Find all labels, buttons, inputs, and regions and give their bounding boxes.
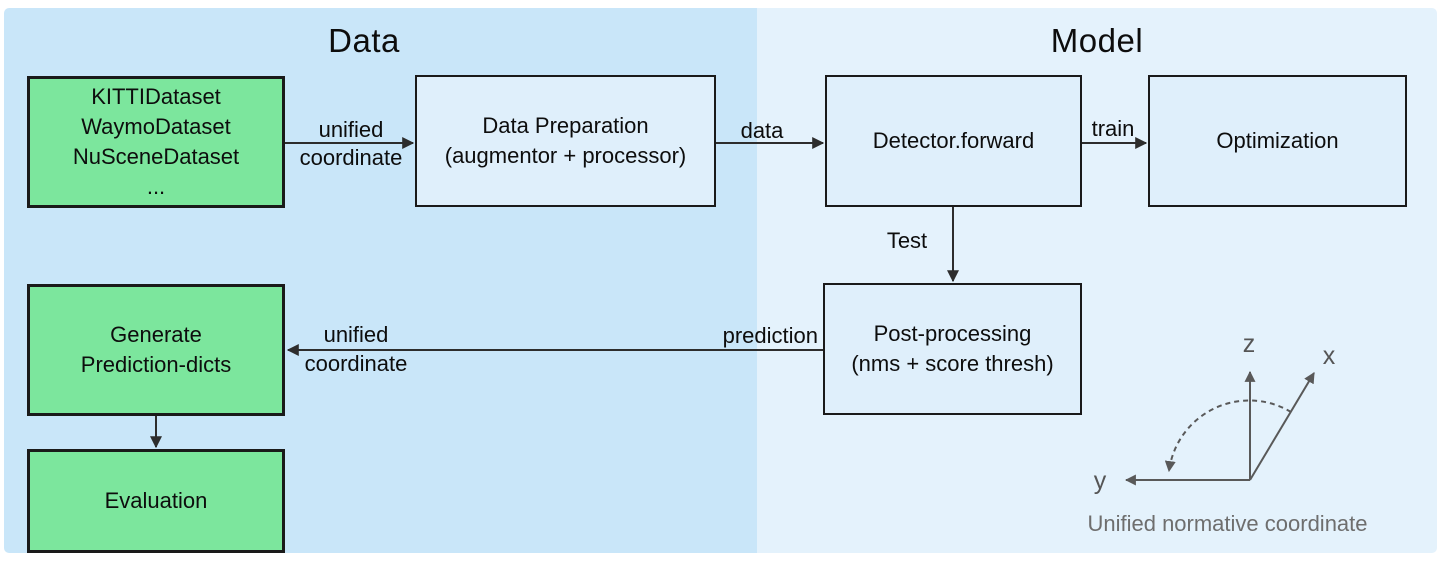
generate-prediction-dicts-box: Generate Prediction-dicts (27, 284, 285, 416)
evaluation-box: Evaluation (27, 449, 285, 553)
datasets-box: KITTIDataset WaymoDataset NuSceneDataset… (27, 76, 285, 208)
unified-coordinate-label-bottom-line: coordinate (304, 351, 408, 376)
unified-coordinate-label-bottom-line: unified (323, 322, 389, 347)
evaluation-box-line: Evaluation (104, 488, 208, 513)
post-processing-box: Post-processing (nms + score thresh) (823, 283, 1082, 415)
test-edge-label: Test (886, 228, 928, 253)
data-preparation-box: Data Preparation (augmentor + processor) (415, 75, 716, 207)
data-preparation-box-line: (augmentor + processor) (444, 143, 687, 168)
datasets-box-line: WaymoDataset (81, 114, 231, 139)
unified-coordinate-label-top: unified coordinate (286, 116, 416, 172)
detector-forward-box-line: Detector.forward (872, 128, 1035, 153)
generate-prediction-dicts-box-line: Prediction-dicts (80, 352, 232, 377)
datasets-box-line: ... (146, 174, 166, 199)
post-processing-box-line: Post-processing (873, 321, 1032, 346)
train-edge-label: train (1091, 116, 1135, 141)
detector-forward-box: Detector.forward (825, 75, 1082, 207)
optimization-box-line: Optimization (1216, 128, 1339, 153)
unified-coordinate-label-top-line: unified (318, 117, 384, 142)
optimization-box: Optimization (1148, 75, 1407, 207)
generate-prediction-dicts-box-line: Generate (110, 322, 202, 347)
model-section-title: Model (1050, 22, 1144, 59)
unified-coordinate-label-bottom: unified coordinate (291, 320, 421, 378)
datasets-box-line: NuSceneDataset (72, 144, 240, 169)
datasets-box-line: KITTIDataset (91, 84, 221, 109)
data-preparation-box-line: Data Preparation (482, 113, 649, 138)
data-section-title: Data (328, 22, 400, 59)
prediction-edge-label: prediction (722, 323, 818, 348)
unified-coordinate-label-top-line: coordinate (299, 145, 403, 170)
post-processing-box-line: (nms + score thresh) (851, 351, 1054, 376)
coordinate-caption: Unified normative coordinate (1087, 511, 1368, 536)
data-edge-label: data (740, 118, 784, 143)
